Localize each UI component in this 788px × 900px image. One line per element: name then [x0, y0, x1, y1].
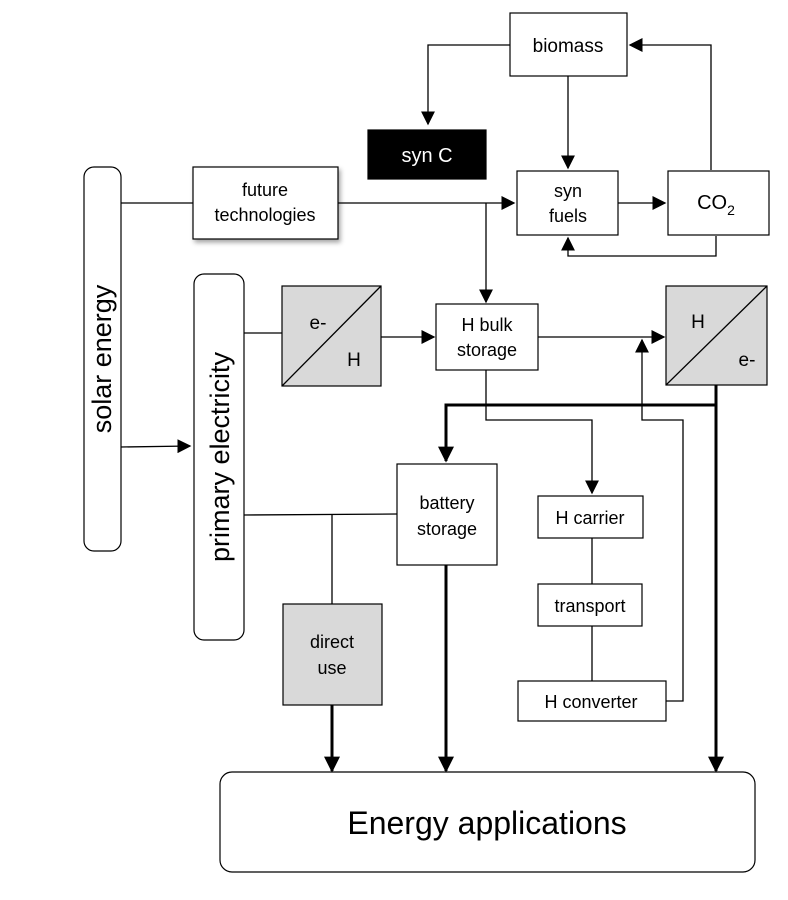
- biomass-label: biomass: [533, 36, 604, 57]
- electrolyzer-input-label: e-: [310, 313, 327, 334]
- transport-label: transport: [554, 596, 625, 616]
- h-carrier-label: H carrier: [555, 508, 624, 528]
- energy-applications-label: Energy applications: [347, 805, 626, 841]
- future-technologies-label-line2: technologies: [214, 205, 315, 225]
- electrolyzer-output-label: H: [347, 350, 361, 371]
- arrow-h-bulk-to-h-carrier: [485, 370, 599, 495]
- co2-label: CO2: [697, 192, 735, 218]
- node-electrolyzer: e- H: [281, 285, 382, 387]
- node-transport: transport: [537, 583, 643, 627]
- solar-energy-label: solar energy: [87, 284, 117, 433]
- node-co2: CO2: [667, 170, 770, 236]
- node-future-technologies: future technologies: [192, 166, 339, 240]
- arrow-biomass-to-syn-c: [421, 44, 510, 126]
- node-syn-fuels: syn fuels: [516, 170, 619, 236]
- syn-fuels-label-line1: syn: [554, 181, 582, 201]
- fuel-cell-diagonal: [665, 285, 768, 386]
- direct-use-label-line1: direct: [310, 632, 354, 652]
- co2-subscript: 2: [727, 202, 735, 218]
- fuel-cell-input-label: H: [691, 312, 705, 333]
- battery-storage-label-line1: battery: [419, 493, 474, 513]
- arrow-h-converter-to-fuel-cell: [635, 338, 684, 702]
- electrolyzer-diagonal: [281, 285, 382, 387]
- node-primary-electricity: primary electricity: [193, 273, 245, 641]
- node-energy-applications: Energy applications: [219, 771, 756, 873]
- node-syn-c: syn C: [367, 129, 487, 180]
- node-biomass: biomass: [509, 12, 628, 77]
- arrow-fuel-cell-to-battery: [438, 403, 716, 463]
- h-bulk-storage-label-line1: H bulk: [461, 315, 513, 335]
- direct-use-label-line2: use: [317, 658, 346, 678]
- arrow-co2-return-to-syn-fuels: [561, 236, 717, 257]
- arrow-co2-to-biomass: [628, 38, 712, 170]
- node-h-converter: H converter: [517, 680, 667, 722]
- h-converter-label: H converter: [544, 692, 637, 712]
- line-primary-to-battery: [243, 513, 398, 516]
- arrow-solar-to-primary-electricity: [120, 439, 192, 454]
- node-battery-storage: battery storage: [396, 463, 498, 566]
- co2-base: CO: [697, 192, 727, 214]
- node-direct-use: direct use: [282, 603, 383, 706]
- future-technologies-label-line1: future: [242, 180, 288, 200]
- node-h-carrier: H carrier: [537, 495, 644, 539]
- node-h-bulk-storage: H bulk storage: [435, 303, 539, 371]
- primary-electricity-label: primary electricity: [205, 351, 235, 562]
- syn-fuels-label-line2: fuels: [549, 206, 587, 226]
- node-fuel-cell: H e-: [665, 285, 768, 386]
- node-solar-energy: solar energy: [83, 166, 122, 552]
- h-bulk-storage-label-line2: storage: [457, 340, 517, 360]
- fuel-cell-output-label: e-: [739, 350, 756, 371]
- connectors: [120, 38, 724, 773]
- syn-c-label: syn C: [401, 145, 452, 167]
- battery-storage-label-line2: storage: [417, 519, 477, 539]
